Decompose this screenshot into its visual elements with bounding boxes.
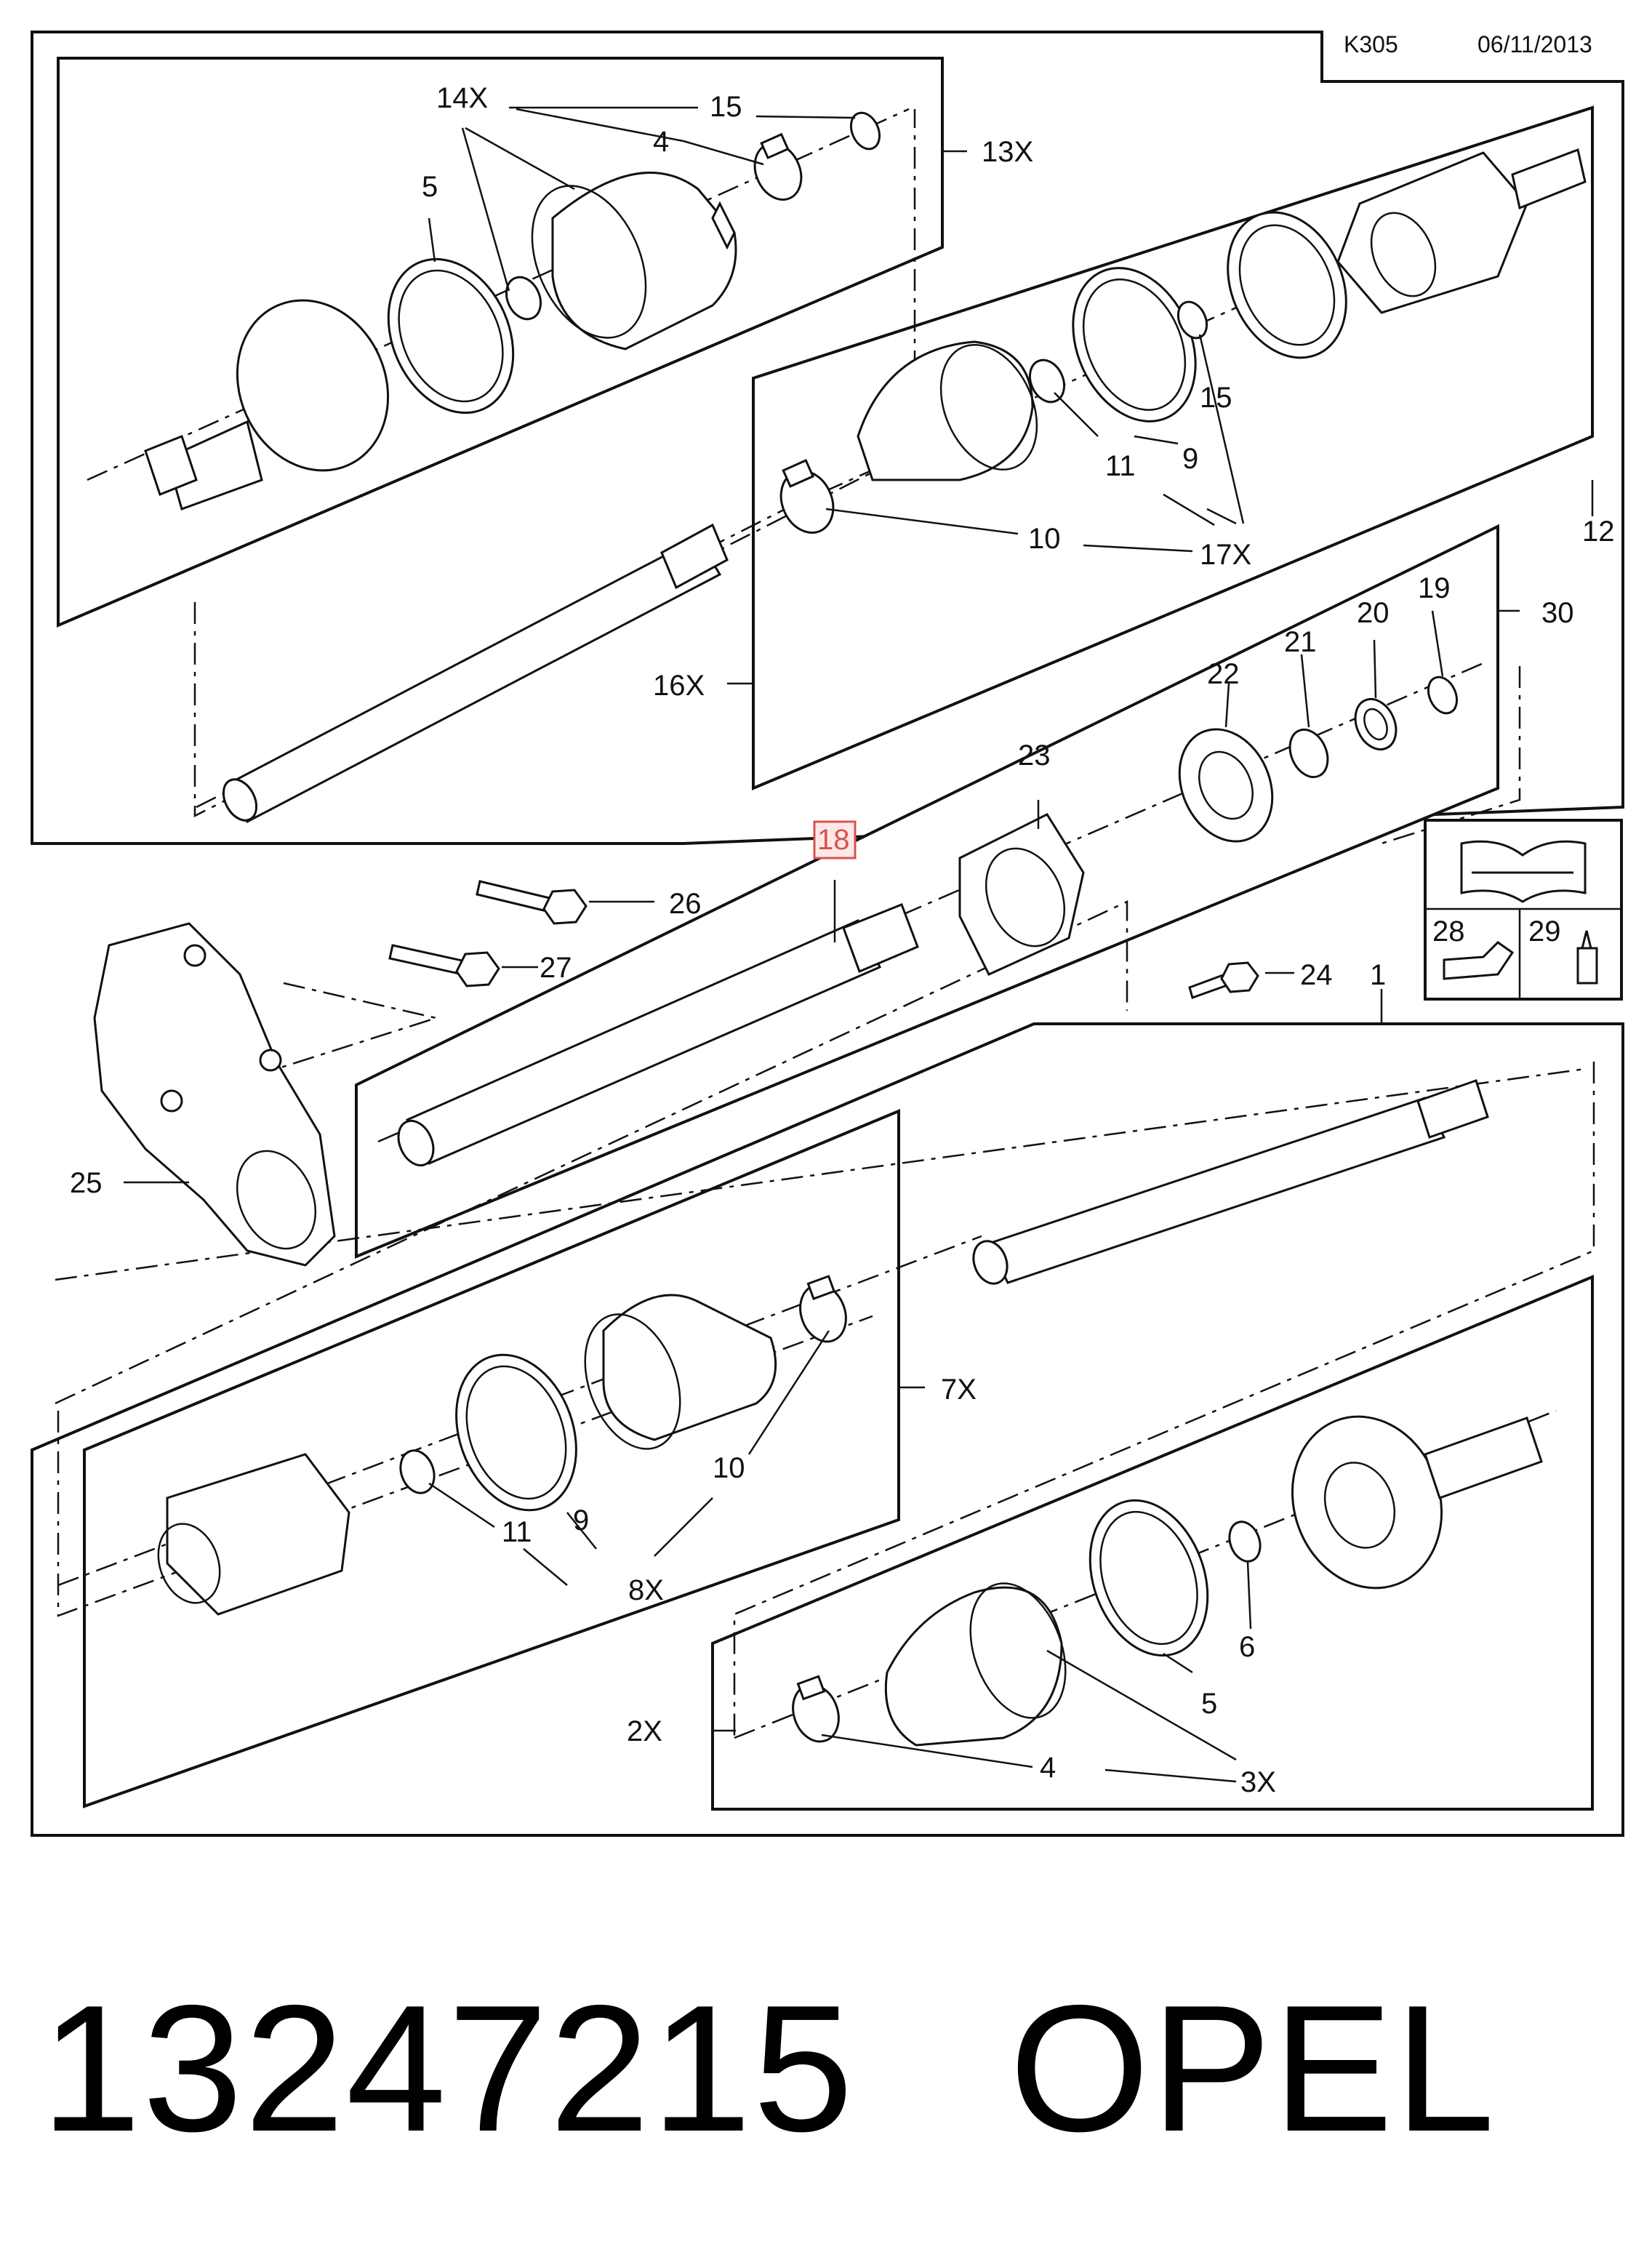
callout-3x: 3X xyxy=(1240,1766,1276,1798)
callout-22: 22 xyxy=(1207,658,1240,690)
box-30 xyxy=(355,524,1499,1259)
callouts: 14X 15 4 5 13X 12 15 9 11 10 17X 16X 30 … xyxy=(70,82,1615,1798)
boot-17x xyxy=(857,340,1038,481)
callout-17x: 17X xyxy=(1200,539,1251,571)
callout-15-mid: 15 xyxy=(1200,382,1232,414)
callout-6: 6 xyxy=(1239,1631,1255,1663)
snap-ring-6 xyxy=(1228,1520,1262,1563)
clamp-ring-9-lower xyxy=(455,1353,577,1512)
callout-25: 25 xyxy=(70,1167,103,1199)
bolt-26 xyxy=(476,880,588,925)
callout-26: 26 xyxy=(669,888,702,920)
boundary-dash-5 xyxy=(1381,666,1521,845)
clamp-4-top xyxy=(753,132,803,201)
ring-21 xyxy=(1288,728,1329,779)
part-number: 13247215 xyxy=(41,1967,855,2169)
oil-can-icon xyxy=(1443,941,1515,980)
snap-ring-11-lower xyxy=(399,1449,436,1494)
clamp-4-lower xyxy=(792,1675,840,1743)
centerline-30 xyxy=(377,662,1484,1143)
callout-11-lower: 11 xyxy=(502,1516,532,1548)
callout-9-top: 9 xyxy=(1182,443,1198,475)
shaft-16x xyxy=(222,523,729,823)
housing-ring xyxy=(1227,211,1347,359)
callout-12: 12 xyxy=(1582,516,1615,548)
mounting-bracket-25 xyxy=(93,922,336,1267)
boundary-dash-4 xyxy=(733,1062,1595,1738)
clamp-10-lower xyxy=(799,1275,847,1343)
snap-ring-15-top xyxy=(849,111,881,151)
snap-ring-11-top xyxy=(1028,358,1066,404)
callout-18: 18 xyxy=(817,824,850,856)
callout-21: 21 xyxy=(1284,626,1317,658)
callout-27: 27 xyxy=(540,952,572,984)
callout-9-lower: 9 xyxy=(573,1504,589,1536)
bearing-bracket-23 xyxy=(958,813,1085,976)
callout-2x: 2X xyxy=(627,1715,662,1747)
callout-11-top: 11 xyxy=(1105,450,1136,482)
callout-8x: 8X xyxy=(628,1574,664,1606)
callout-23: 23 xyxy=(1018,740,1051,772)
callout-29: 29 xyxy=(1528,915,1561,947)
callout-4-top: 4 xyxy=(653,126,669,158)
bearing-22 xyxy=(1178,728,1274,843)
outer-cv-joint xyxy=(144,299,390,510)
washer-20 xyxy=(1354,697,1398,751)
callout-28: 28 xyxy=(1432,915,1465,947)
callout-13x: 13X xyxy=(982,136,1033,168)
intermediate-shaft-18 xyxy=(397,903,919,1167)
callout-24: 24 xyxy=(1300,959,1333,991)
service-icons-panel xyxy=(1424,819,1623,1001)
lower-shaft xyxy=(972,1079,1489,1285)
callout-15-top: 15 xyxy=(710,91,742,123)
bolt-24 xyxy=(1188,961,1259,999)
snap-ring-top xyxy=(505,276,542,321)
leader-lines xyxy=(124,106,1594,1783)
callout-20: 20 xyxy=(1357,597,1390,629)
outer-cv-joint-lower xyxy=(1291,1415,1543,1590)
adhesive-bottle-icon xyxy=(1576,930,1598,985)
boundary-dash-2 xyxy=(55,900,1128,1405)
callout-5-lower: 5 xyxy=(1201,1688,1217,1720)
drawing-date: 06/11/2013 xyxy=(1477,31,1592,57)
brand-name: OPEL xyxy=(1009,1967,1496,2169)
callout-16x: 16X xyxy=(653,670,705,702)
snap-ring-19 xyxy=(1427,676,1459,715)
part-number-footer: 13247215 OPEL xyxy=(41,1978,1496,2196)
drawing-code: K305 xyxy=(1344,31,1398,57)
boundary-dash-6 xyxy=(276,982,440,1070)
clamp-ring-5-top xyxy=(387,257,515,414)
tripod-housing xyxy=(1336,148,1587,314)
callout-1: 1 xyxy=(1370,959,1386,991)
callout-10-lower: 10 xyxy=(713,1452,745,1484)
clamp-ring-5-lower xyxy=(1088,1499,1209,1657)
clamp-10-top xyxy=(779,459,835,534)
boot-8x xyxy=(584,1294,777,1450)
tripod-housing-lower xyxy=(157,1453,350,1616)
callout-30: 30 xyxy=(1541,597,1574,629)
callout-18-highlight: 18 xyxy=(813,820,857,859)
exploded-parts-diagram: K305 06/11/2013 xyxy=(31,31,1624,1837)
bolt-27 xyxy=(388,944,500,987)
callout-14x: 14X xyxy=(436,82,488,114)
boot-14x xyxy=(531,172,737,350)
callout-4-lower: 4 xyxy=(1040,1752,1056,1784)
callout-10-top: 10 xyxy=(1028,523,1061,555)
boot-3x xyxy=(884,1582,1067,1747)
manual-wrench-icon xyxy=(1460,840,1587,903)
callout-19: 19 xyxy=(1418,572,1451,604)
callout-5-top: 5 xyxy=(422,171,438,203)
callout-7x: 7X xyxy=(941,1374,977,1406)
